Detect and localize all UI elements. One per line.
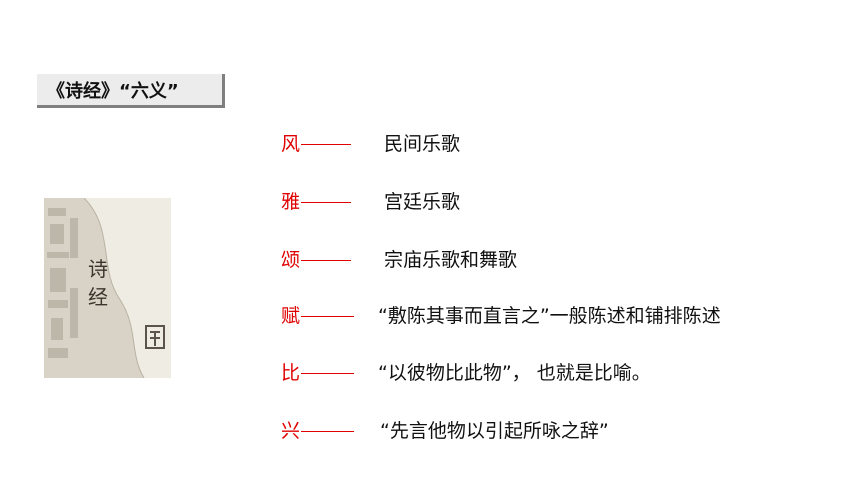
connector-line <box>301 316 354 317</box>
term-ya: 雅 <box>281 191 301 213</box>
connector-line <box>301 431 354 432</box>
term-song: 颂 <box>281 249 301 271</box>
list-item: 比 “以彼物比此物”， 也就是比喻。 <box>0 358 860 388</box>
term-xing: 兴 <box>281 420 301 442</box>
desc-bi: “以彼物比此物”， 也就是比喻。 <box>378 362 651 384</box>
desc-feng: 民间乐歌 <box>384 133 461 155</box>
list-item: 赋 “敷陈其事而直言之”一般陈述和铺排陈述 <box>0 301 860 331</box>
desc-xing: “先言他物以引起所咏之辞” <box>380 420 609 442</box>
cover-title-char-2: 经 <box>88 285 108 309</box>
connector-line <box>301 202 351 203</box>
cover-title-char-1: 诗 <box>88 257 108 281</box>
shijing-book-cover-image: 诗 经 <box>44 198 171 378</box>
connector-line <box>301 144 351 145</box>
term-feng: 风 <box>281 133 301 155</box>
list-item: 雅 宫廷乐歌 <box>0 187 860 217</box>
term-fu: 赋 <box>281 305 301 327</box>
list-item: 颂 宗庙乐歌和舞歌 <box>0 245 860 275</box>
term-bi: 比 <box>281 362 301 384</box>
desc-fu: “敷陈其事而直言之”一般陈述和铺排陈述 <box>378 305 721 327</box>
list-item: 兴 “先言他物以引起所咏之辞” <box>0 416 860 446</box>
connector-line <box>301 373 354 374</box>
list-item: 风 民间乐歌 <box>0 129 860 159</box>
book-cover-illustration: 诗 经 <box>44 198 171 378</box>
connector-line <box>301 260 351 261</box>
desc-song: 宗庙乐歌和舞歌 <box>384 249 518 271</box>
desc-ya: 宫廷乐歌 <box>384 191 461 213</box>
section-title: 《诗经》“六义” <box>37 74 225 108</box>
